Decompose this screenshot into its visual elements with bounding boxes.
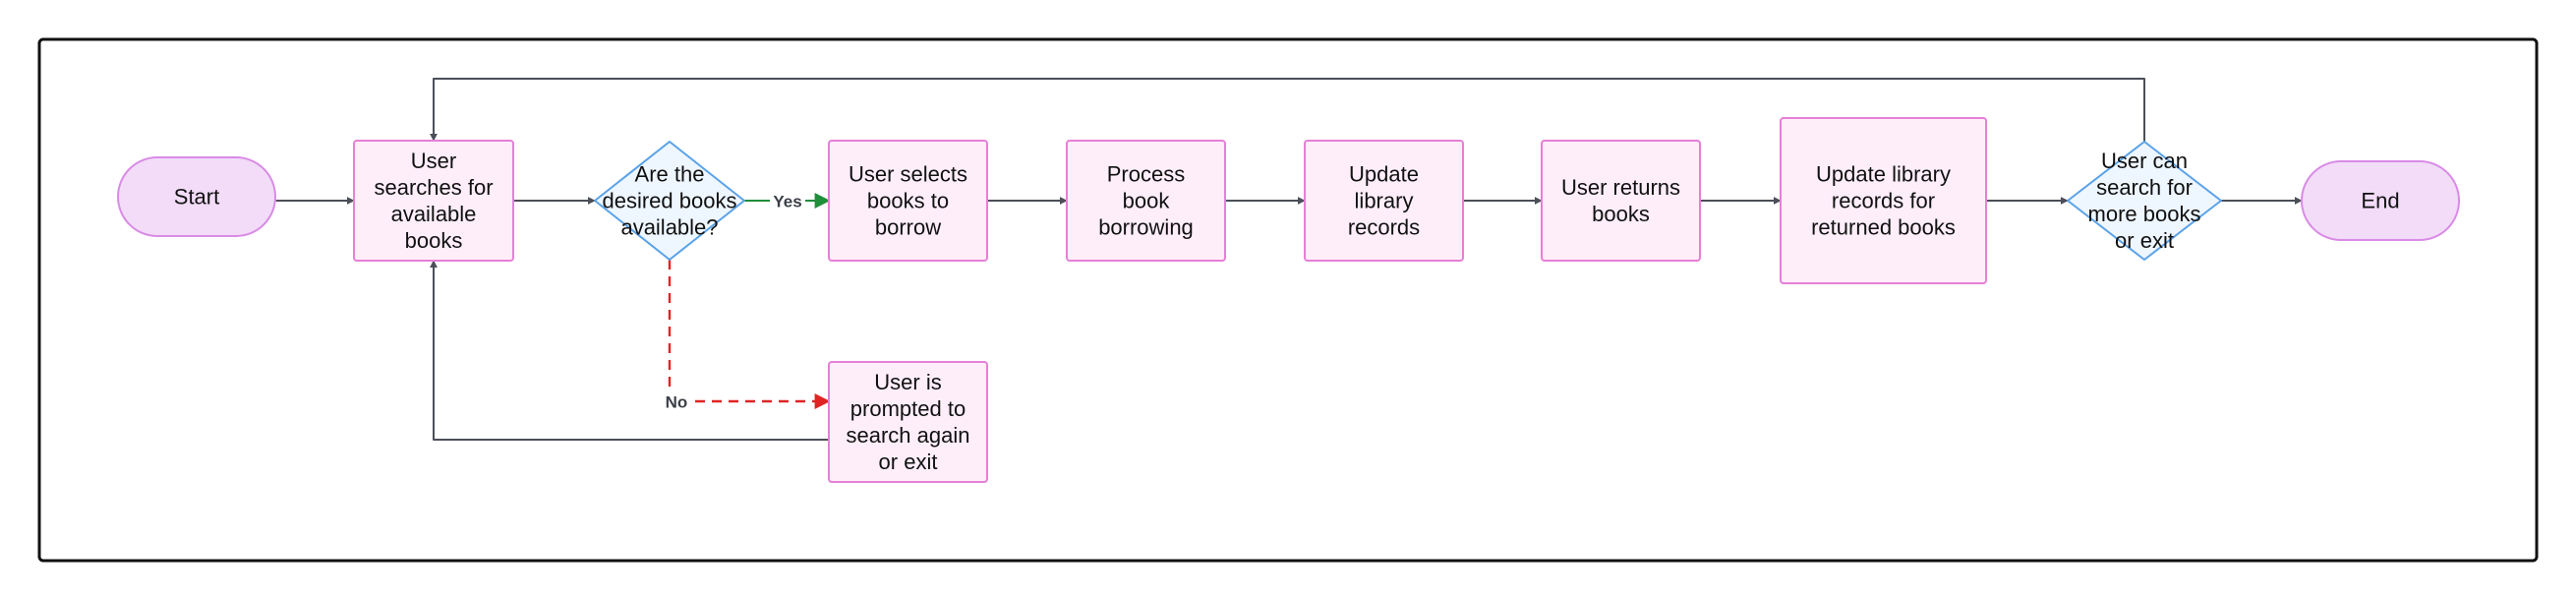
node-label-line: book: [1123, 189, 1171, 213]
node-label-line: User can: [2101, 149, 2188, 173]
node-label-line: search for: [2096, 175, 2193, 200]
node-label-line: User returns: [1561, 175, 1680, 200]
node-label-line: available?: [620, 215, 718, 240]
decision-shape: [2067, 141, 2222, 261]
node-label-line: Update: [1349, 162, 1419, 187]
node-label-line: desired books: [603, 189, 737, 213]
node-label-line: search again: [847, 423, 970, 448]
terminal-shape: [117, 156, 276, 237]
terminal-shape: [2301, 160, 2460, 241]
node-label-line: borrowing: [1098, 215, 1194, 240]
edge-prompt-to-search: [430, 260, 829, 441]
node-label-line: User: [411, 149, 456, 173]
edge-label-yes: Yes: [770, 191, 805, 212]
edge-more-to-search: [430, 78, 2145, 142]
process-shape: [1780, 117, 1987, 284]
node-label-line: Are the: [635, 162, 705, 187]
node-label-line: books to: [867, 189, 949, 213]
node-label-line: more books: [2088, 202, 2201, 226]
process-shape: [1304, 140, 1464, 262]
node-label-line: End: [2361, 189, 2399, 213]
node-label-line: Process: [1107, 162, 1185, 187]
node-label-line: library: [1355, 189, 1414, 213]
decision-shape: [594, 141, 745, 261]
process-shape: [828, 140, 988, 262]
node-label-line: available: [391, 202, 477, 226]
node-label-line: Update library: [1816, 162, 1951, 187]
edge-label-background: [770, 191, 805, 212]
node-label-line: records for: [1832, 189, 1935, 213]
node-label-line: books: [405, 228, 463, 253]
process-shape: [828, 361, 988, 483]
node-label-line: returned books: [1811, 215, 1956, 240]
node-label-line: borrow: [875, 215, 941, 240]
edge-label-text: Yes: [773, 193, 801, 211]
node-label-line: records: [1348, 215, 1420, 240]
node-label-line: prompted to: [850, 396, 966, 421]
edge-label-background: [664, 391, 689, 413]
node-label-line: Start: [174, 185, 219, 210]
edge-label-no: No: [664, 391, 689, 413]
node-label-line: User is: [874, 370, 941, 394]
node-label-line: or exit: [879, 450, 938, 474]
process-shape: [1066, 140, 1226, 262]
edge-label-text: No: [666, 393, 688, 412]
node-label-line: User selects: [849, 162, 967, 187]
process-shape: [1541, 140, 1701, 262]
diagram-frame: [37, 37, 2539, 563]
node-label-line: or exit: [2115, 228, 2174, 253]
node-label-line: books: [1592, 202, 1650, 226]
node-label-line: searches for: [374, 175, 493, 200]
node-end: End: [2301, 160, 2460, 241]
node-start: Start: [117, 156, 276, 237]
process-shape: [353, 140, 514, 262]
